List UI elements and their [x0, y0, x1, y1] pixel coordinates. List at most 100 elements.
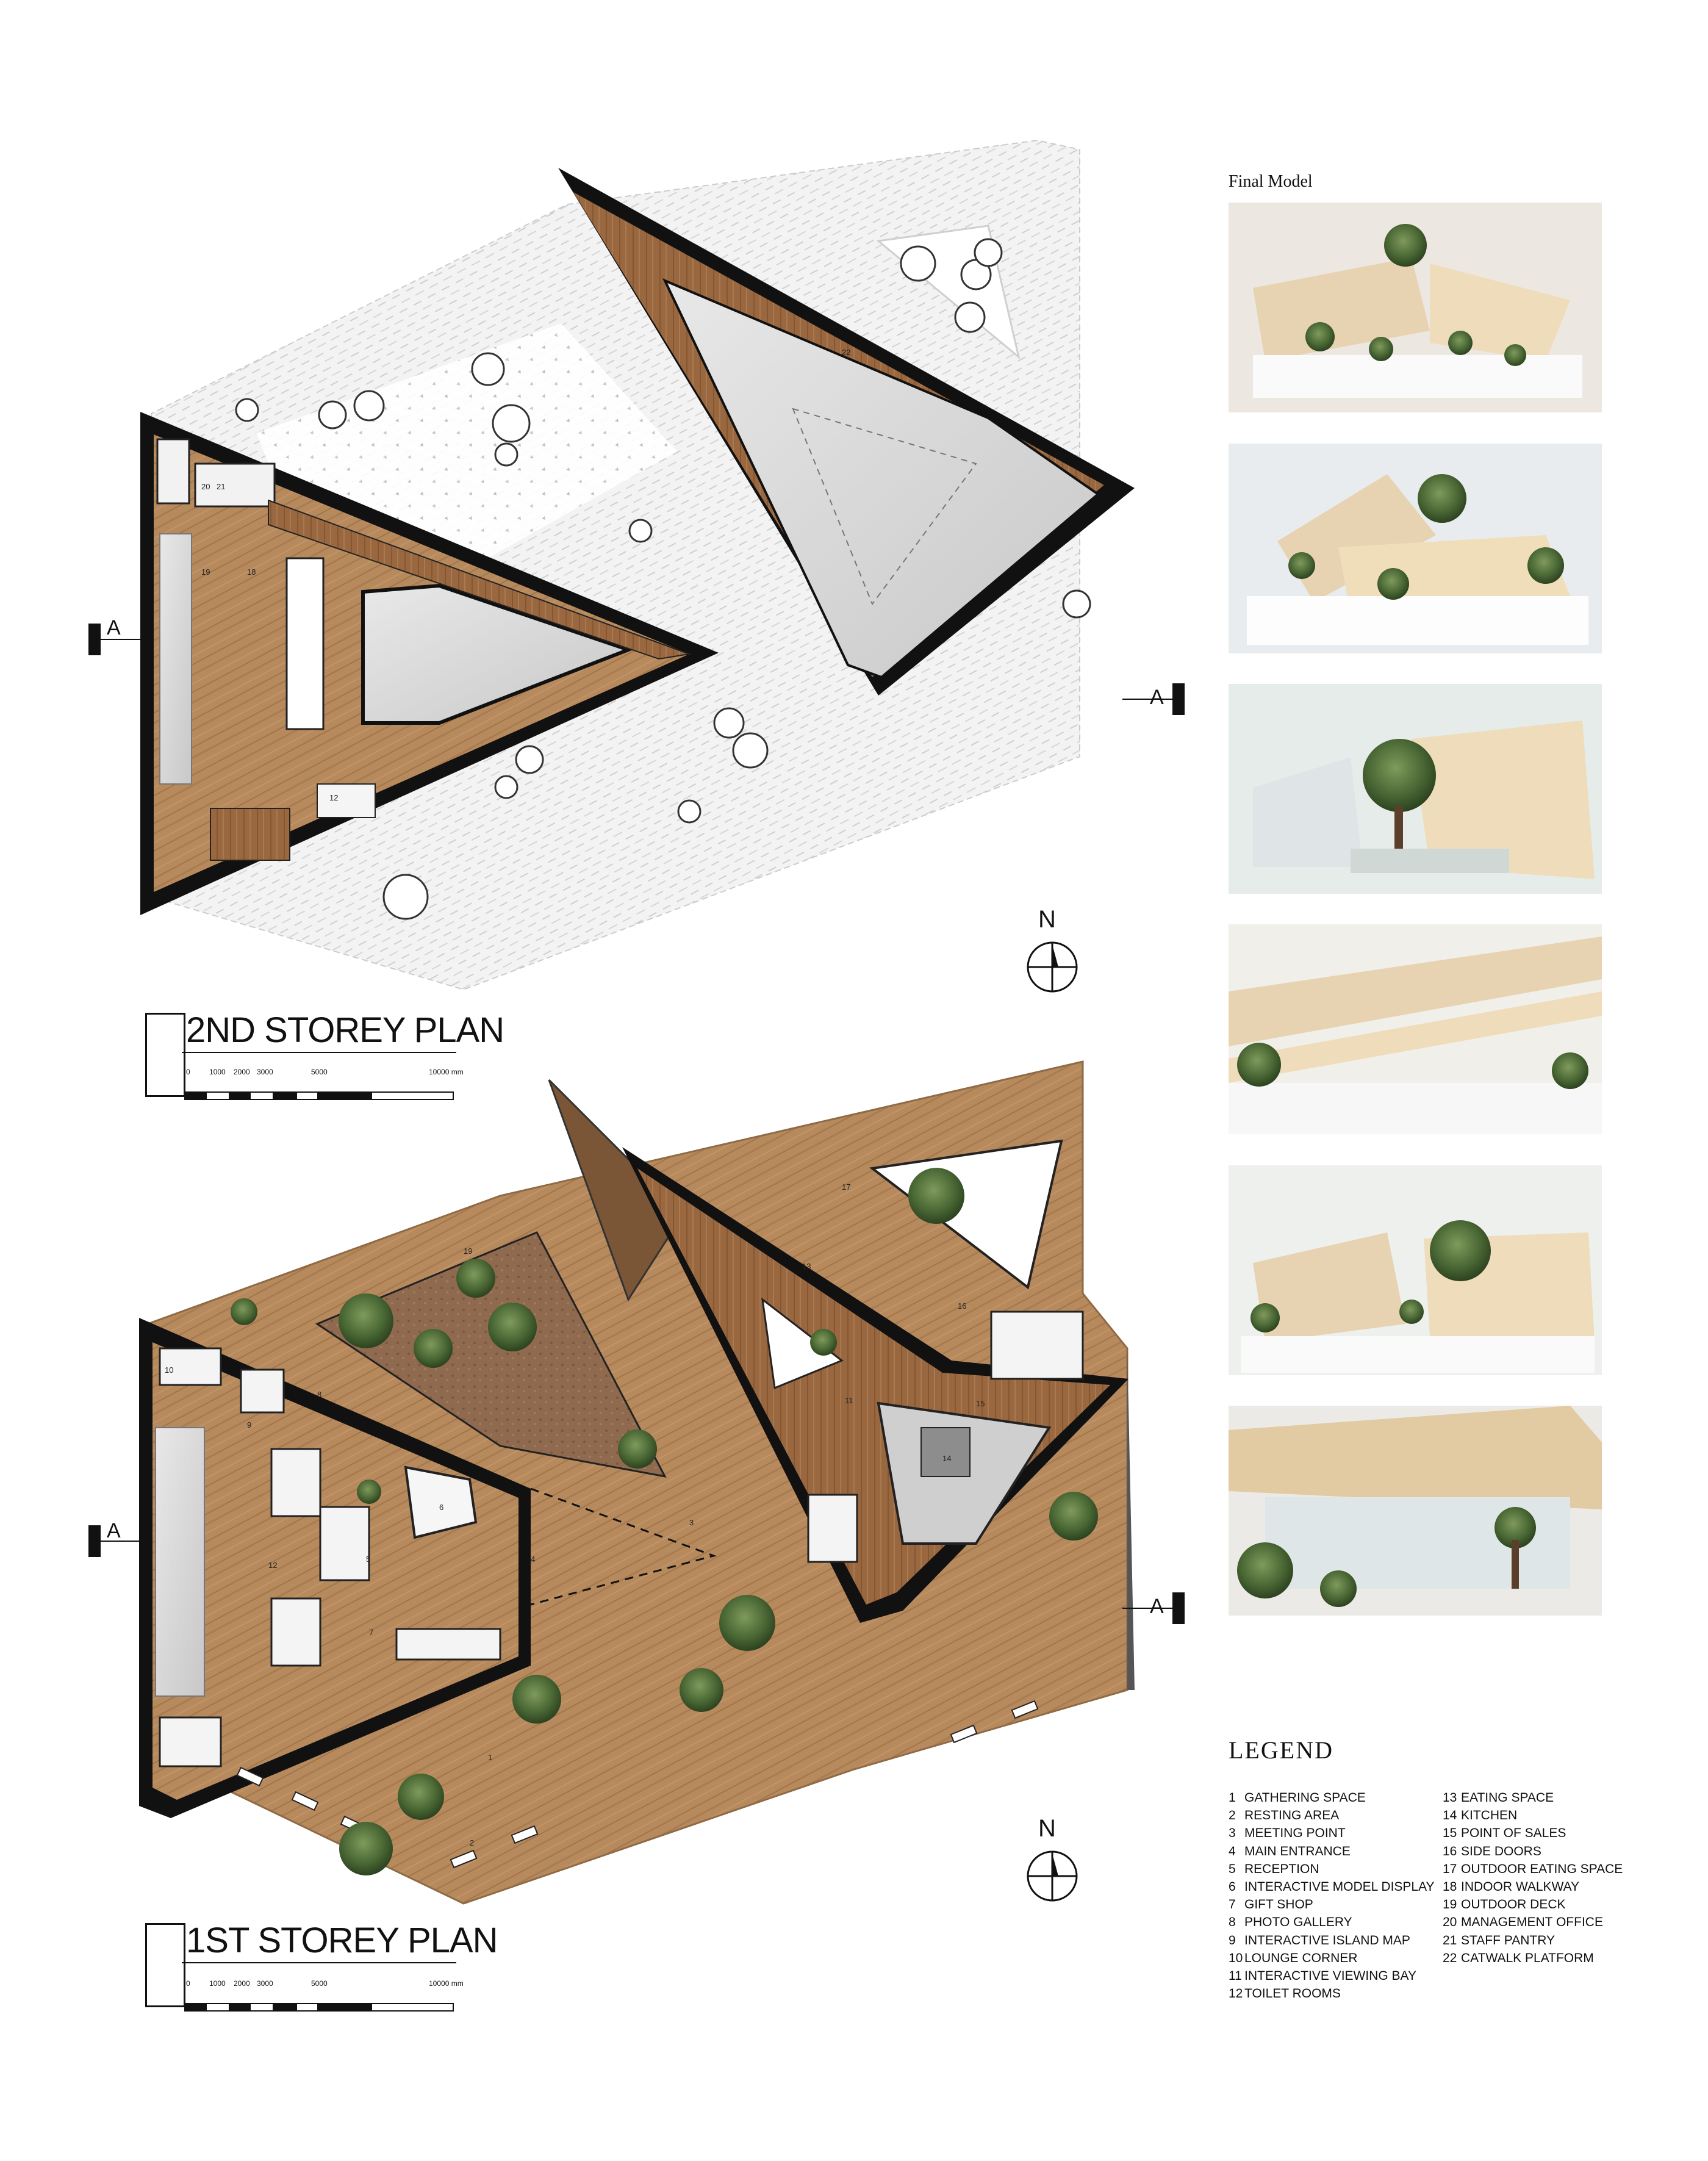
north-label-2nd: N	[1038, 906, 1056, 933]
section-mark-1st-left	[88, 1525, 101, 1557]
svg-text:12: 12	[268, 1561, 277, 1570]
scale-labels-2nd: 0 1000 2000 3000 5000 10000 mm	[186, 1068, 464, 1076]
cafe-stair	[807, 1494, 858, 1563]
svg-text:14: 14	[942, 1454, 951, 1463]
title-box-2nd	[145, 1013, 185, 1097]
section-mark-1st-right	[1172, 1592, 1185, 1624]
svg-text:17: 17	[842, 1182, 850, 1192]
svg-text:4: 4	[531, 1555, 535, 1564]
right-volume-void	[662, 278, 1100, 679]
model-photo-1	[1229, 203, 1602, 412]
svg-text:15: 15	[976, 1399, 985, 1408]
svg-text:16: 16	[958, 1301, 966, 1311]
room-number: 12	[329, 793, 339, 802]
stair-1st-left-b	[270, 1597, 321, 1667]
lounge-sofa-bottom	[159, 1716, 222, 1767]
section-mark-2nd-left	[88, 624, 101, 655]
scale-labels-1st: 0 1000 2000 3000 5000 10000 mm	[186, 1979, 464, 1988]
title-box-1st	[145, 1923, 185, 2007]
scale-bar-1st	[184, 2003, 454, 2012]
interactive-model-display	[404, 1465, 478, 1539]
room-number: 20	[201, 482, 210, 491]
section-label-1st-left: A	[107, 1519, 121, 1542]
svg-text:5: 5	[366, 1555, 370, 1564]
pantry-room	[194, 462, 276, 508]
svg-text:7: 7	[369, 1628, 373, 1637]
inner-planter	[761, 1297, 844, 1390]
office-room	[156, 438, 190, 505]
north-arrow-1st	[1027, 1850, 1078, 1902]
model-photo-5	[1229, 1165, 1602, 1375]
plan-title-2nd: 2ND STOREY PLAN	[186, 1010, 504, 1050]
gift-shop-shelf	[395, 1628, 501, 1661]
void-inner-line	[792, 408, 977, 606]
display-bench	[285, 557, 325, 730]
model-photo-6	[1229, 1406, 1602, 1616]
svg-text:11: 11	[845, 1396, 853, 1405]
model-photo-3	[1229, 684, 1602, 894]
svg-text:10: 10	[165, 1365, 173, 1375]
reception-desk	[319, 1506, 370, 1581]
outline-trees-2nd	[235, 238, 1091, 920]
toilet-1st	[990, 1311, 1084, 1380]
svg-text:8: 8	[317, 1390, 321, 1399]
catwalk-strip	[268, 499, 692, 660]
stair-1st-left	[270, 1448, 321, 1517]
toilet-2nd	[317, 783, 376, 818]
cafe-roof-edge	[548, 1079, 684, 1302]
room-number: 18	[247, 567, 256, 577]
svg-text:9: 9	[247, 1420, 251, 1429]
section-mark-2nd-right	[1172, 683, 1185, 715]
left-glass-panel	[159, 533, 192, 785]
svg-text:2: 2	[470, 1838, 474, 1847]
svg-text:19: 19	[464, 1246, 472, 1256]
photo-gallery-grid	[240, 1368, 285, 1414]
room-number: 22	[842, 348, 851, 357]
title-underline-2nd	[182, 1052, 456, 1053]
void-opening	[361, 583, 634, 725]
dashed-meeting-path	[530, 1487, 717, 1606]
section-label-1st-right: A	[1150, 1595, 1164, 1618]
room-number: 21	[217, 482, 226, 491]
scale-bar-2nd	[184, 1091, 454, 1100]
stair-2nd	[210, 808, 290, 861]
legend-title: LEGEND	[1229, 1736, 1333, 1764]
model-photo-4	[1229, 924, 1602, 1134]
room-number: 19	[201, 567, 210, 577]
rendered-trees-1st	[231, 1168, 1098, 1875]
lounge-sofa-top	[159, 1347, 222, 1386]
north-label-1st: N	[1038, 1815, 1056, 1842]
soil-garden	[315, 1231, 667, 1478]
title-underline-1st	[182, 1962, 456, 1963]
kitchen-island	[920, 1427, 971, 1477]
svg-text:6: 6	[439, 1503, 443, 1512]
svg-text:13: 13	[802, 1262, 811, 1271]
glass-wall-west	[155, 1427, 205, 1697]
deck-shadow-edge	[1127, 1348, 1135, 1690]
svg-text:1: 1	[488, 1753, 492, 1762]
